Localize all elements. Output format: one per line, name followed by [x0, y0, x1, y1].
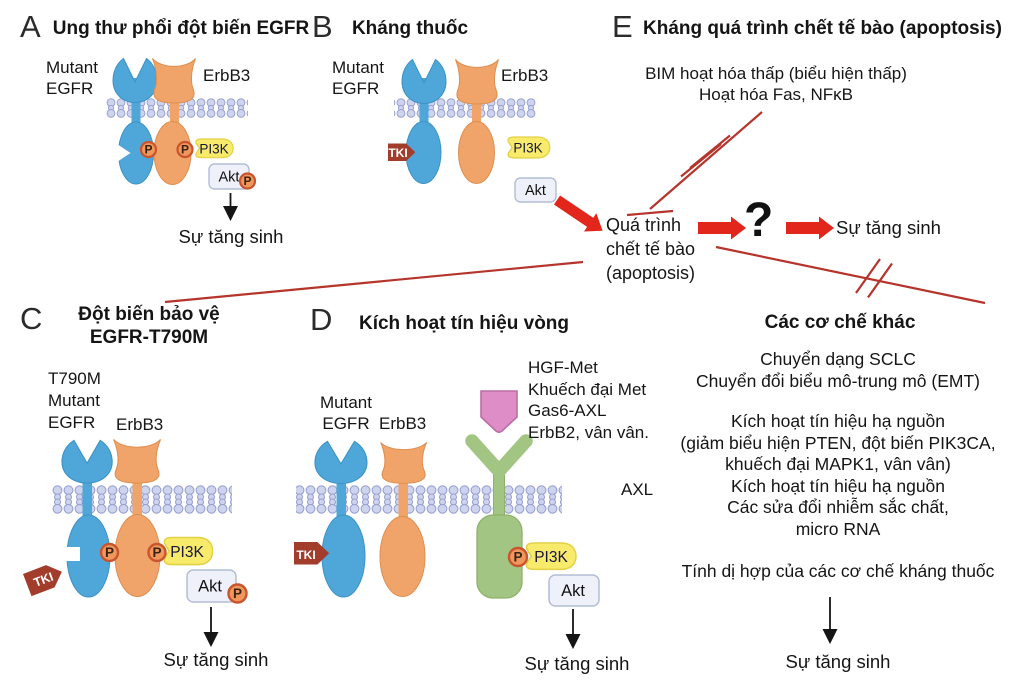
egfr-stem: [82, 468, 92, 523]
phospho-label: P: [243, 174, 251, 188]
panel-d-mutant-egfr-label: Mutant EGFR: [320, 393, 372, 433]
panel-e-mechanisms: BIM hoạt hóa thấp (biểu hiện thấp) Hoạt …: [645, 64, 907, 104]
phospho-label: P: [152, 545, 161, 560]
panel-letter-a: A: [20, 9, 41, 44]
t790m-blocked-pocket: [65, 547, 80, 561]
panel-c-title: Đột biến bảo vệ EGFR-T790M: [78, 304, 220, 348]
egfr-stem: [131, 78, 141, 130]
erbb3-stem: [398, 470, 408, 523]
phospho-circle: [238, 172, 257, 190]
phospho-circle: [176, 140, 194, 159]
erbb3-stem: [132, 468, 142, 523]
inhibition-slash: [867, 262, 893, 299]
panel-d-erbb3-label: ErbB3: [379, 414, 427, 433]
other-mechanisms-title: Các cơ chế khác: [764, 312, 916, 333]
akt-box: [514, 177, 557, 203]
egfr-kinase-domain: [321, 514, 366, 598]
other-mechanisms-downstream: Kích hoạt tín hiệu hạ nguồn (giảm biểu h…: [680, 411, 996, 539]
panel-b-receptor-complex: TKI PI3K Akt: [388, 59, 603, 232]
membrane: [296, 485, 562, 514]
phospho-label: P: [105, 545, 114, 560]
phospho-circle: [147, 542, 167, 563]
panel-d-axl-label: AXL: [621, 480, 654, 499]
panel-c-receptor-complex: TKI PI3K Akt P P P: [23, 438, 248, 648]
phospho-circle: [139, 140, 158, 159]
pi3k-label: PI3K: [199, 142, 228, 157]
bypass-ligand-pentagon: [480, 390, 518, 434]
phospho-label: P: [233, 586, 242, 601]
akt-box: [548, 574, 600, 607]
panel-a-receptor-complex: PI3K Akt P P P: [106, 58, 257, 222]
panel-b-title: Kháng thuốc: [351, 18, 469, 39]
panel-b-erbb3-label: ErbB3: [501, 66, 549, 85]
line-to-other-mechanisms: [715, 245, 986, 305]
phospho-label: P: [144, 143, 152, 157]
erbb3-extracellular: [380, 441, 428, 484]
erbb3-kinase-domain: [379, 516, 426, 597]
erbb3-extracellular: [455, 59, 499, 105]
pi3k-label: PI3K: [513, 141, 542, 156]
panel-letter-b: B: [312, 9, 333, 44]
panel-a-proliferation: Sự tăng sinh: [178, 226, 284, 247]
panel-d-proliferation: Sự tăng sinh: [524, 653, 630, 674]
panel-letter-e: E: [612, 9, 633, 44]
erbb3-stem: [170, 78, 179, 130]
inhibition-bar: [626, 209, 674, 217]
red-arrow-to-apoptosis: [553, 195, 603, 232]
tki-inhibitor-detached: TKI: [23, 560, 67, 597]
egfr-extracellular: [314, 440, 368, 485]
akt-label: Akt: [198, 578, 222, 596]
panel-d-ligand-list: HGF-Met Khuếch đại Met Gas6-AXL ErbB2, v…: [528, 358, 649, 442]
question-mark: ?: [744, 194, 774, 247]
panel-e-title: Kháng quá trình chết tế bào (apoptosis): [643, 18, 1002, 39]
egfr-stem: [336, 468, 346, 523]
red-arrow-apoptosis-to-question: [698, 216, 746, 240]
phospho-circle: [99, 542, 120, 563]
apoptosis-node: Quá trình chết tế bào (apoptosis): [606, 215, 696, 283]
panel-letter-d: D: [310, 302, 333, 337]
panel-d-receptor-complex: TKI PI3K Akt P: [294, 390, 600, 650]
panel-a-mutant-egfr-label: Mutant EGFR: [46, 58, 98, 98]
akt-label: Akt: [525, 183, 546, 199]
panel-a-erbb3-label: ErbB3: [203, 66, 251, 85]
red-arrow-question-to-proliferation: [786, 216, 834, 240]
erbb3-extracellular: [152, 58, 196, 104]
tki-label: TKI: [388, 146, 407, 160]
panel-a-title: Ung thư phổi đột biến EGFR: [52, 18, 310, 39]
erbb3-extracellular: [113, 438, 162, 484]
line-from-panel-e: [649, 111, 763, 210]
tki-label: TKI: [32, 570, 56, 590]
panel-letter-c: C: [20, 301, 43, 336]
phospho-circle: [507, 546, 529, 568]
inhibition-slash: [855, 258, 881, 294]
panel-d-title: Kích hoạt tín hiệu vòng: [358, 313, 570, 334]
phospho-label: P: [181, 143, 189, 157]
phospho-label: P: [513, 550, 522, 565]
panel-c-t790m-label: T790M Mutant EGFR: [48, 369, 101, 432]
panel-c-erbb3-label: ErbB3: [116, 415, 164, 434]
other-mechanisms-heterogeneity: Tính dị hợp của các cơ chế kháng thuốc: [681, 561, 995, 581]
line-to-panel-c: [164, 260, 584, 304]
kinase-pocket-notch: [117, 144, 131, 162]
egfr-stem: [419, 78, 429, 130]
panel-c-proliferation: Sự tăng sinh: [163, 649, 269, 670]
tki-label: TKI: [296, 548, 315, 562]
akt-label: Akt: [561, 582, 585, 600]
other-proliferation: Sự tăng sinh: [785, 651, 891, 672]
inhibition-slash: [680, 143, 722, 178]
pi3k-label: PI3K: [170, 544, 204, 561]
pi3k-label: PI3K: [534, 549, 568, 566]
bypass-receptor-arms: [465, 434, 533, 478]
phospho-circle: [227, 583, 248, 604]
egfr-extracellular: [61, 439, 113, 484]
center-proliferation: Sự tăng sinh: [836, 217, 941, 238]
panel-b-mutant-egfr-label: Mutant EGFR: [332, 58, 384, 98]
akt-label: Akt: [219, 170, 240, 186]
other-mechanisms-transformation: Chuyển dạng SCLC Chuyển đổi biểu mô-trun…: [696, 349, 980, 391]
connector-lines: [164, 111, 986, 305]
erbb3-kinase-domain: [458, 121, 495, 184]
